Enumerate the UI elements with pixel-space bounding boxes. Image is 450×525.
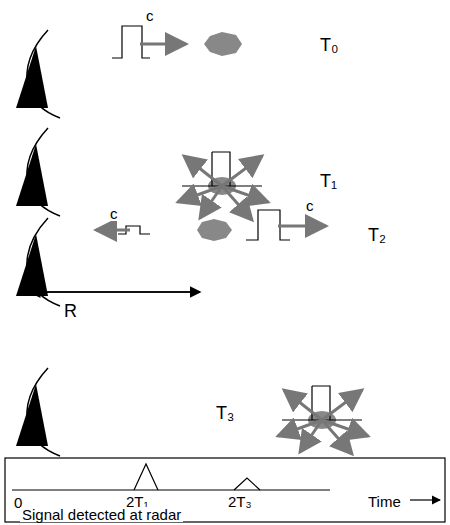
time-label: T₁ — [318, 172, 339, 190]
range-label: R — [62, 302, 79, 320]
speed-label: c — [108, 206, 120, 221]
time-label: T₃ — [214, 404, 236, 422]
echo-time-label: 2T₃ — [226, 494, 254, 509]
panel-caption: Signal detected at radar — [20, 507, 183, 522]
axis-label: Time — [366, 494, 403, 509]
time-label: T₂ — [366, 226, 388, 244]
speed-label: c — [304, 198, 316, 213]
time-label: T₀ — [318, 36, 340, 54]
speed-label: c — [144, 8, 156, 23]
